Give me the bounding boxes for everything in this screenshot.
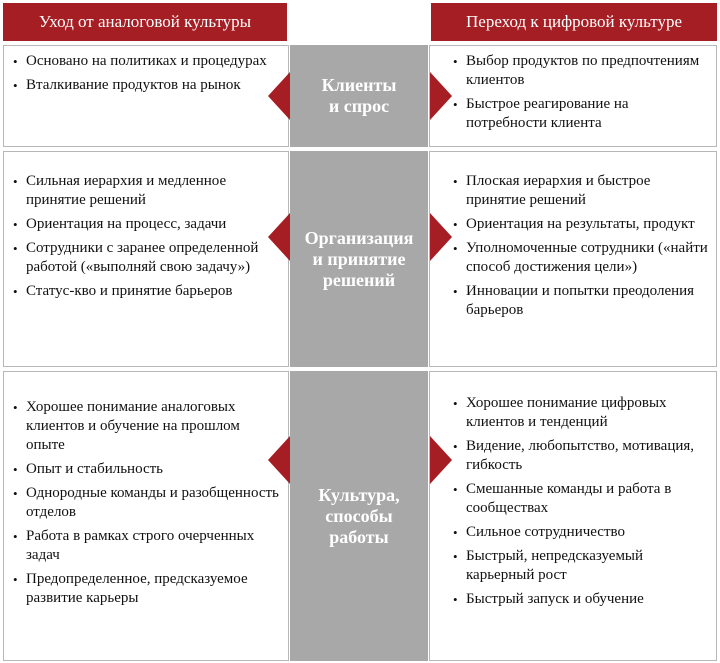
list-item: Видение, любопытство, мотивация, гибкост…: [452, 437, 710, 475]
list-item: Однородные команды и разобщенность отдел…: [12, 484, 282, 522]
center-organization-label: Организация и принятие решений: [304, 227, 414, 290]
left-panel-clients: Основано на политиках и процедурах Вталк…: [3, 45, 289, 147]
left-panel-culture: Хорошее понимание аналоговых клиентов и …: [3, 371, 289, 661]
list-item: Быстрый запуск и обучение: [452, 590, 710, 609]
list-item: Сильное сотрудничество: [452, 523, 710, 542]
list-item: Выбор продуктов по предпочтениям клиенто…: [452, 52, 710, 90]
arrow-left-icon: [268, 436, 290, 484]
arrow-left-icon: [268, 72, 290, 120]
header-right: Переход к цифровой культуре: [431, 3, 717, 41]
list-item: Основано на политиках и процедурах: [12, 52, 282, 71]
arrow-right-icon: [430, 213, 452, 261]
list-item: Смешанные команды и работа в сообществах: [452, 480, 710, 518]
arrow-left-icon: [268, 213, 290, 261]
list-item: Быстрое реагирование на потребности клие…: [452, 95, 710, 133]
list-item: Сильная иерархия и медленное принятие ре…: [12, 172, 282, 210]
center-culture: Культура, способы работы: [290, 371, 428, 661]
list-item: Опыт и стабильность: [12, 460, 282, 479]
list-item: Уполномоченные сотрудники («найти способ…: [452, 239, 710, 277]
arrow-right-icon: [430, 72, 452, 120]
list-item: Сотрудники с заранее определенной работо…: [12, 239, 282, 277]
list-item: Ориентация на результаты, продукт: [452, 215, 710, 234]
list-item: Плоская иерархия и быстрое принятие реше…: [452, 172, 710, 210]
list-item: Работа в рамках строго очерченных задач: [12, 527, 282, 565]
center-culture-label: Культура, способы работы: [318, 484, 400, 547]
right-panel-culture: Хорошее понимание цифровых клиентов и те…: [429, 371, 717, 661]
list-item: Хорошее понимание аналоговых клиентов и …: [12, 398, 282, 455]
center-clients: Клиенты и спрос: [290, 45, 428, 147]
arrow-right-icon: [430, 436, 452, 484]
list-item: Быстрый, непредсказуемый карьерный рост: [452, 547, 710, 585]
list-item: Предопределенное, предсказуемое развитие…: [12, 570, 282, 608]
right-panel-organization: Плоская иерархия и быстрое принятие реше…: [429, 151, 717, 367]
list-item: Ориентация на процесс, задачи: [12, 215, 282, 234]
right-panel-clients: Выбор продуктов по предпочтениям клиенто…: [429, 45, 717, 147]
list-item: Статус-кво и принятие барьеров: [12, 282, 282, 301]
list-item: Вталкивание продуктов на рынок: [12, 76, 282, 95]
center-clients-label: Клиенты и спрос: [321, 75, 397, 116]
header-left: Уход от аналоговой культуры: [3, 3, 287, 41]
list-item: Хорошее понимание цифровых клиентов и те…: [452, 394, 710, 432]
header-right-label: Переход к цифровой культуре: [466, 12, 682, 31]
list-item: Инновации и попытки преодоления барьеров: [452, 282, 710, 320]
center-organization: Организация и принятие решений: [290, 151, 428, 367]
left-panel-organization: Сильная иерархия и медленное принятие ре…: [3, 151, 289, 367]
header-left-label: Уход от аналоговой культуры: [38, 12, 252, 31]
